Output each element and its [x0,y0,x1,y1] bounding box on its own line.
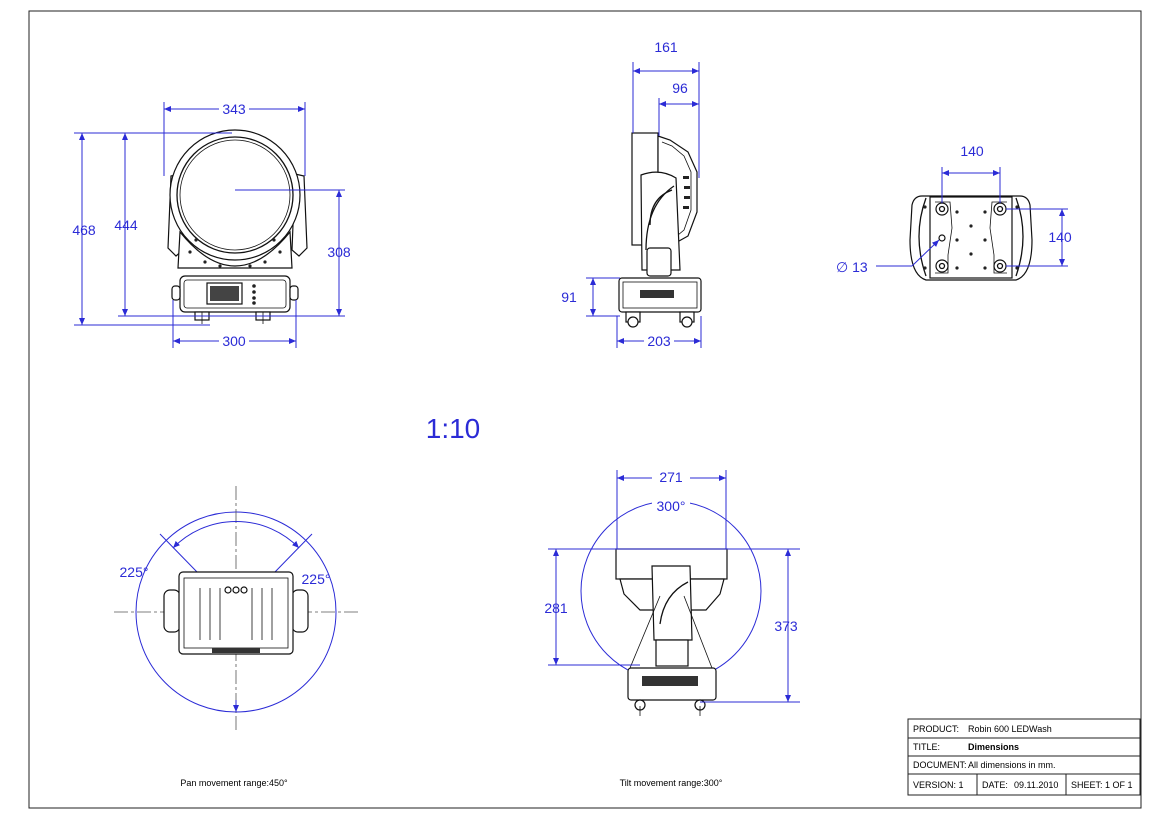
dim-front-width-top: 343 [222,101,246,117]
dim-bottom-hole-spacing-y: 140 [1048,229,1072,245]
title-block: PRODUCT: Robin 600 LEDWash TITLE: Dimens… [907,718,1141,796]
dim-side-base-depth: 203 [647,333,671,349]
dim-side-head-depth: 96 [672,80,688,96]
drawing-scale: 1:10 [426,413,481,444]
version-field: VERSION: 1 [913,780,964,790]
pan-view: 225° 225° Pan movement range:450° [114,486,358,788]
dim-tilt-width: 271 [659,469,683,485]
dim-side-base-height: 91 [561,289,577,305]
dim-front-base-width: 300 [222,333,246,349]
dim-front-height-total: 468 [72,222,96,238]
dim-pan-angle-right: 225° [302,571,331,587]
dim-tilt-height-right: 373 [774,618,798,634]
product-value: Robin 600 LEDWash [968,724,1052,734]
dim-bottom-hole-spacing-x: 140 [960,143,984,159]
document-value: All dimensions in mm. [968,760,1056,770]
date-value: 09.11.2010 [1014,780,1058,790]
dim-front-height-body: 444 [114,217,138,233]
sheet-field: SHEET: 1 OF 1 [1071,780,1133,790]
sheet-border [28,10,1142,809]
tilt-view: 271 300° 281 373 Tilt movement range:300… [544,469,800,788]
dim-bottom-hole-diameter: ∅ 13 [836,259,868,275]
dim-side-depth: 161 [654,39,678,55]
title-label: TITLE: [913,742,940,752]
side-view: 161 96 91 203 [561,39,702,349]
front-view: 343 468 444 308 300 [72,101,351,349]
bottom-view: 140 140 ∅ 13 [836,143,1072,281]
dim-tilt-angle: 300° [657,498,686,514]
product-label: PRODUCT: [913,724,959,734]
date-label: DATE: [982,780,1008,790]
dim-front-lens-height: 308 [327,244,351,260]
document-label: DOCUMENT: [913,760,967,770]
dim-pan-angle-left: 225° [120,564,149,580]
tilt-caption: Tilt movement range:300° [620,778,723,788]
dim-tilt-height-left: 281 [544,600,568,616]
pan-caption: Pan movement range:450° [180,778,288,788]
title-value: Dimensions [968,742,1019,752]
